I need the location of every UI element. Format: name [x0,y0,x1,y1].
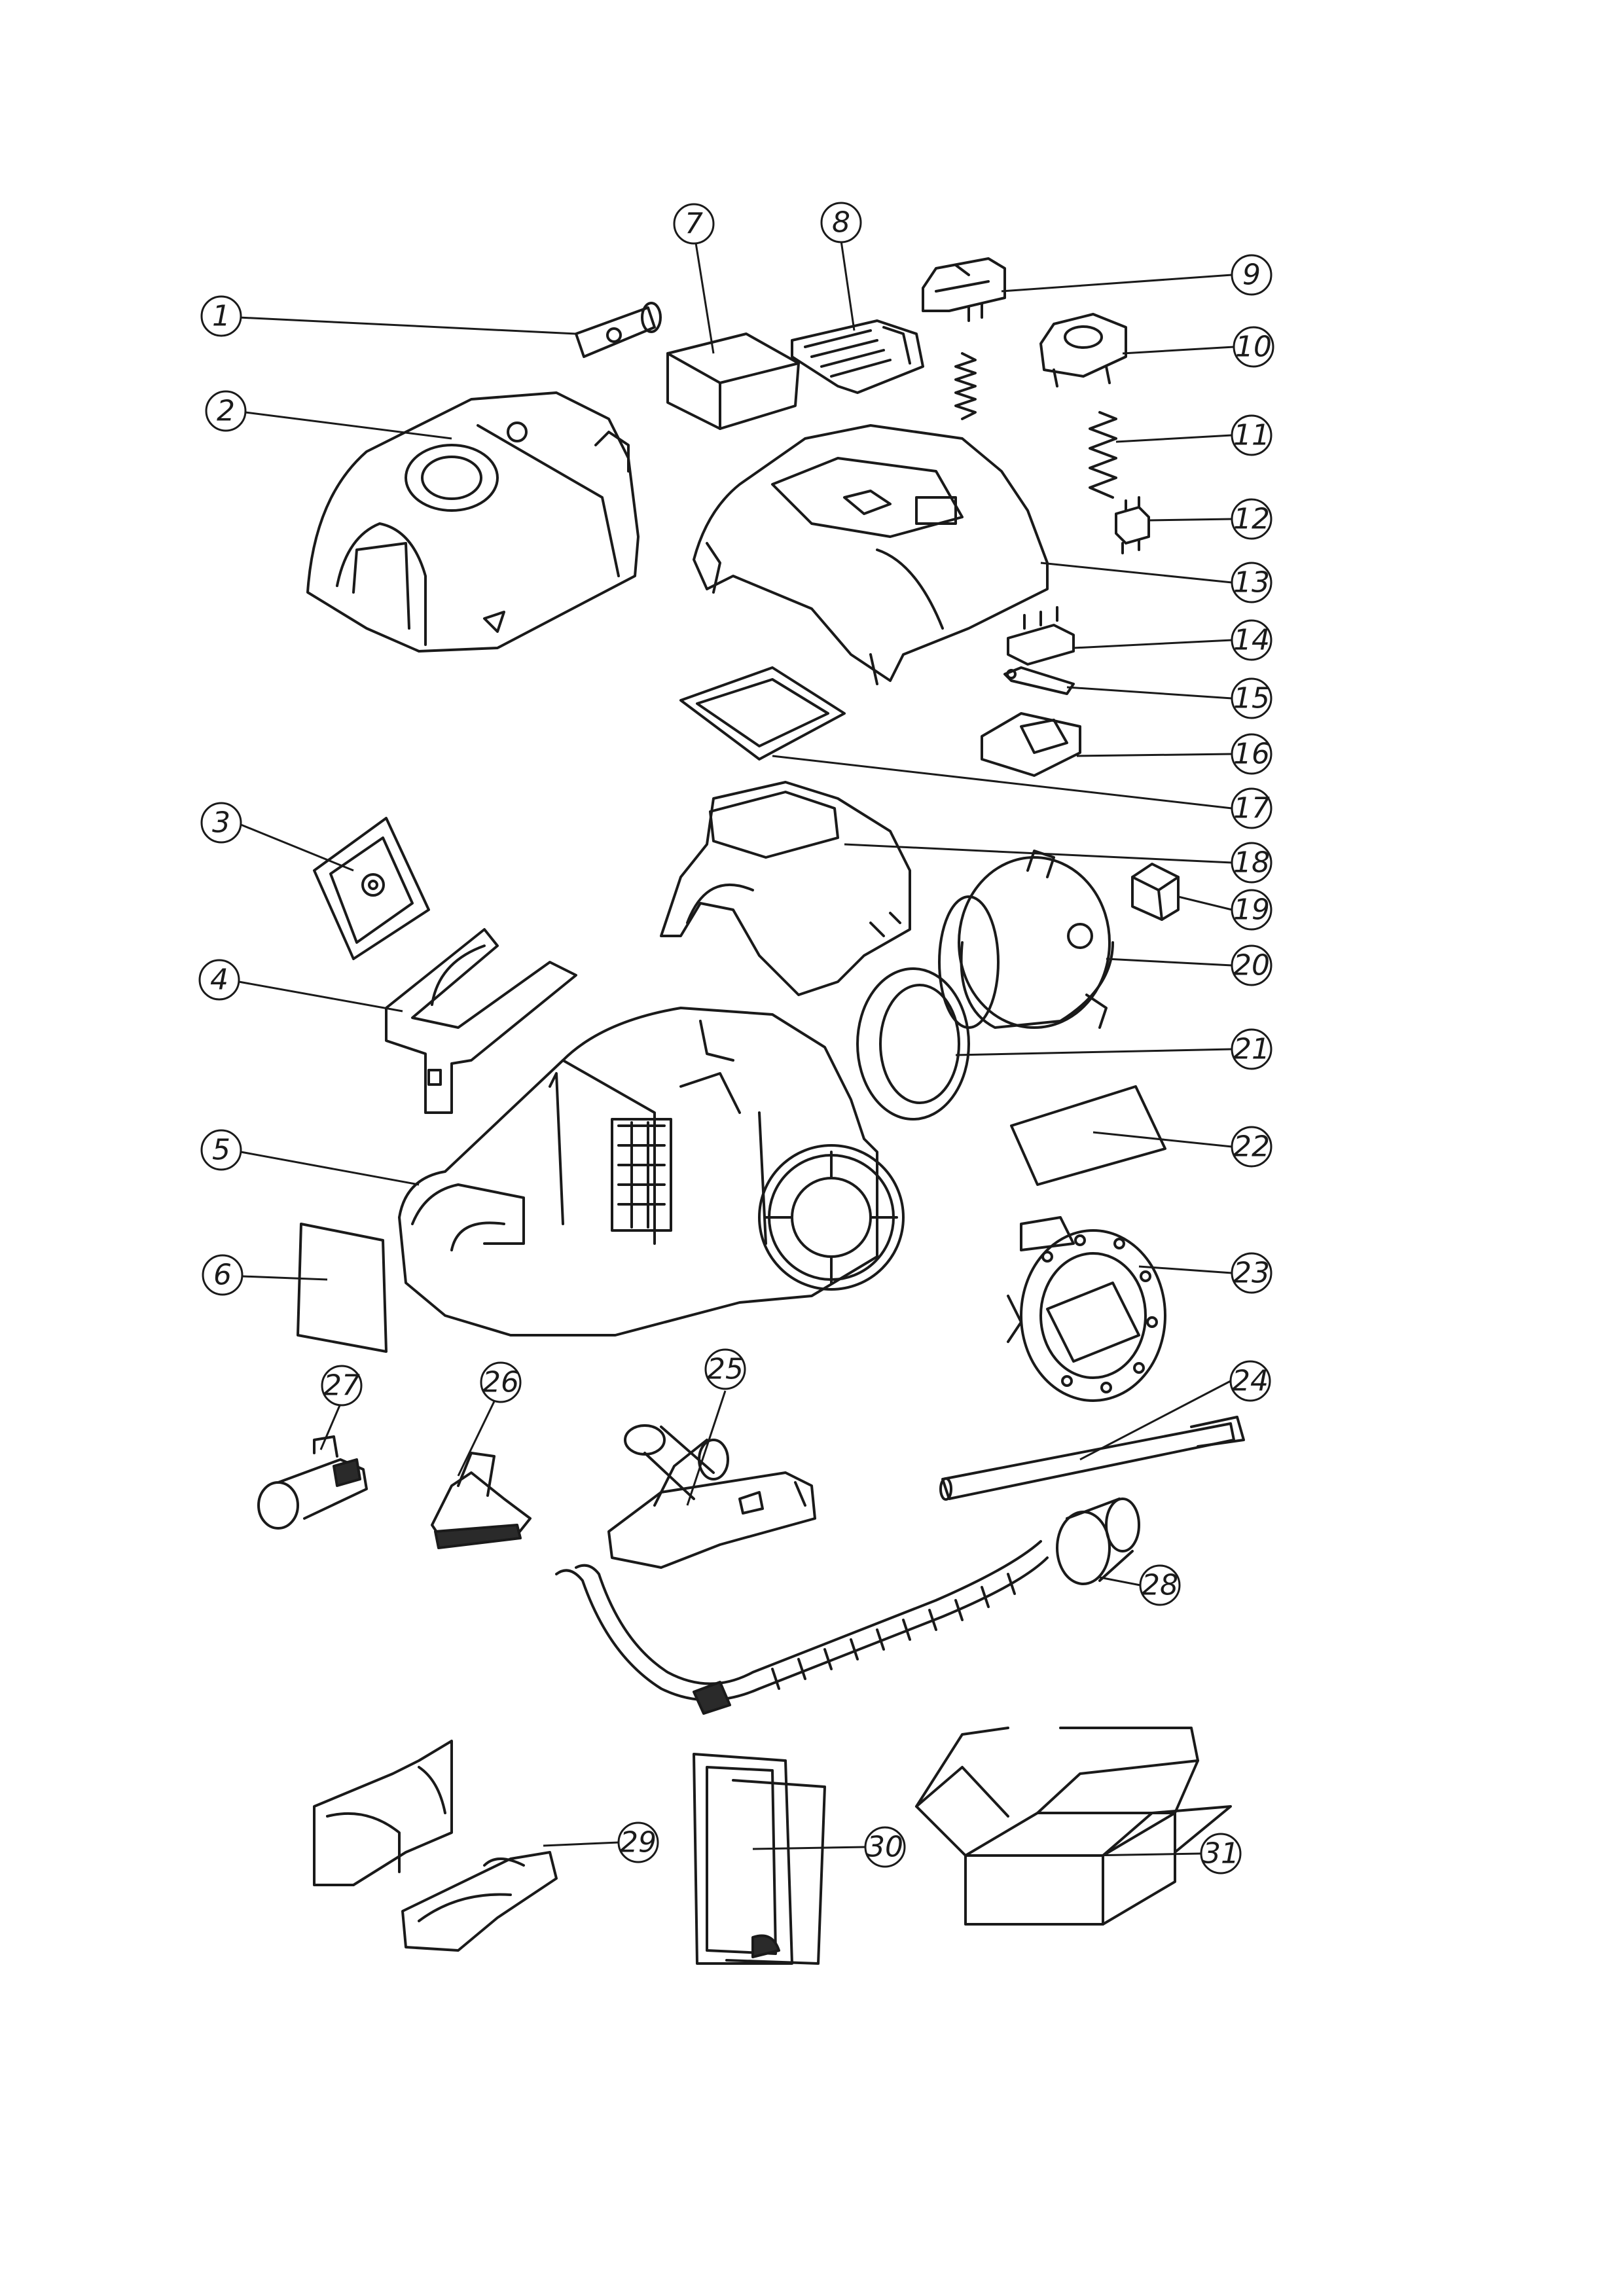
callout-label: 2 [217,395,235,428]
part-1-connector [575,302,662,358]
part-23-cord-reel [1007,1216,1166,1402]
callout-13: 13 [1231,562,1272,603]
part-17-filter-frame [679,666,846,761]
part-24-tube [939,1416,1245,1501]
callout-6: 6 [202,1254,244,1296]
callout-18: 18 [1231,842,1272,884]
callout-7: 7 [673,203,715,245]
part-22-label [1010,1085,1166,1186]
part-7-foam-filter [666,332,800,430]
part-6-leaflet [297,1223,388,1353]
part-31-box [915,1727,1232,1926]
leader-lines [238,238,1235,1857]
part-30-box-insert [693,1753,826,1965]
part-21-ring [856,967,970,1121]
callout-label: 13 [1233,566,1270,600]
callout-15: 15 [1231,677,1272,719]
callout-label: 29 [620,1826,657,1859]
part-2-top-cover [306,391,640,653]
callout-label: 30 [867,1831,903,1864]
callout-28: 28 [1139,1564,1181,1606]
callout-label: 15 [1233,682,1270,715]
callout-11: 11 [1231,414,1272,456]
part-26-upholstery-nozzle [431,1452,532,1549]
callout-22: 22 [1231,1126,1272,1168]
part-25-floor-nozzle [607,1424,816,1569]
callout-12: 12 [1231,498,1272,540]
callout-3: 3 [200,802,242,844]
callout-25: 25 [704,1348,746,1390]
callout-2: 2 [205,390,247,432]
callout-label: 14 [1233,624,1270,657]
callout-label: 20 [1233,949,1270,982]
callout-label: 21 [1233,1033,1270,1066]
part-19-cap [1131,863,1180,921]
part-8-grille [791,319,924,394]
spring-small [954,352,977,420]
part-11-spring [1089,411,1117,499]
part-28-hose [555,1498,1140,1715]
callout-label: 12 [1233,503,1270,536]
callout-label: 31 [1202,1837,1239,1871]
callout-27: 27 [321,1365,363,1407]
part-20-motor [938,850,1114,1029]
callout-label: 1 [212,300,230,333]
part-5-main-body [398,1007,905,1336]
callout-label: 4 [210,963,228,997]
callout-29: 29 [617,1821,659,1863]
callout-14: 14 [1231,619,1272,661]
part-3-dust-bag [313,817,430,960]
callout-label: 28 [1142,1569,1178,1602]
callout-5: 5 [200,1129,242,1171]
callout-label: 22 [1233,1130,1270,1164]
callout-label: 5 [212,1134,230,1167]
callout-label: 18 [1233,846,1270,880]
part-27-crevice-tool [257,1435,368,1530]
callout-label: 25 [707,1353,744,1386]
part-9-button [922,257,1006,322]
part-13-upper-housing [693,424,1049,685]
callout-label: 6 [213,1259,232,1292]
callout-20: 20 [1231,944,1272,986]
part-12-switch [1115,496,1150,554]
callout-label: 10 [1235,331,1272,364]
callout-21: 21 [1231,1028,1272,1070]
part-29-packaging-foam [313,1740,558,1952]
callout-16: 16 [1231,733,1272,775]
callout-19: 19 [1231,889,1272,931]
callout-label: 23 [1233,1257,1270,1290]
callout-label: 24 [1232,1365,1269,1398]
callout-label: 8 [832,206,850,240]
callout-label: 27 [323,1369,360,1403]
callout-9: 9 [1231,254,1272,296]
callout-24: 24 [1229,1360,1271,1402]
callout-8: 8 [820,202,862,243]
callout-31: 31 [1200,1833,1242,1874]
callout-4: 4 [198,959,240,1001]
callout-30: 30 [864,1826,906,1868]
callout-label: 3 [212,806,230,840]
part-4-bag-holder [385,928,577,1114]
callout-1: 1 [200,295,242,337]
callout-label: 16 [1233,738,1270,771]
callout-label: 7 [685,207,703,241]
part-10-button-cap [1039,313,1127,387]
part-14-terminal [1007,606,1075,666]
callout-10: 10 [1233,326,1274,368]
callout-label: 26 [482,1366,519,1399]
part-16-pcb [981,712,1081,777]
part-15-strip [1003,666,1075,695]
callout-label: 9 [1242,259,1261,292]
callout-label: 11 [1233,419,1270,452]
callout-26: 26 [480,1361,522,1403]
callout-label: 19 [1233,893,1270,927]
callout-23: 23 [1231,1252,1272,1294]
callout-17: 17 [1231,787,1272,829]
part-18-motor-housing [660,781,911,996]
callout-label: 17 [1233,792,1270,825]
